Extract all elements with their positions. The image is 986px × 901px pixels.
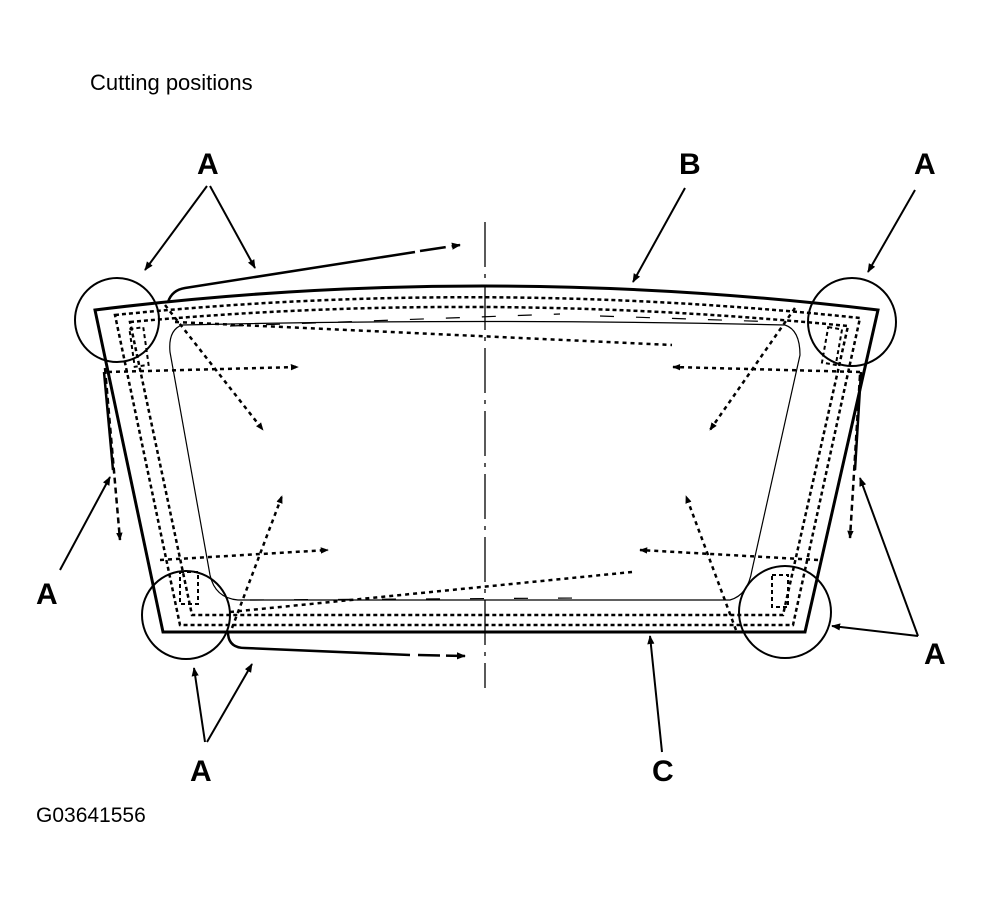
- leader-a-left: [59, 476, 111, 571]
- leader-a-bottom-left-2: [206, 663, 253, 743]
- diagram-title: Cutting positions: [90, 70, 253, 95]
- cut-arrow-bottom-right-diagonal: [684, 495, 738, 631]
- wire-left-side: [103, 367, 123, 541]
- callout-a-left: A: [36, 578, 58, 611]
- leader-a-top-left-2: [209, 185, 256, 269]
- inner-dashes-top: [229, 313, 781, 327]
- wire-bottom-end: [417, 652, 466, 660]
- wire-top: [166, 250, 416, 303]
- molding-outer-dotted: [113, 295, 862, 627]
- callout-c: C: [652, 755, 674, 788]
- cut-arrows: [107, 304, 861, 631]
- cut-arrow-bottom-long: [229, 570, 633, 614]
- molding-inner-dotted: [128, 305, 850, 617]
- corner-circle-top-left: [74, 277, 160, 363]
- callout-a-top-right: A: [914, 148, 936, 181]
- callout-a-right: A: [924, 638, 946, 671]
- cut-arrow-top-left-horizontal: [107, 363, 299, 374]
- clip-bottom-right: [771, 574, 789, 608]
- glass-outline: [93, 284, 880, 634]
- leader-c: [647, 635, 663, 753]
- leader-a-bottom-left-1: [191, 667, 206, 743]
- corner-circle-bottom-left: [141, 570, 231, 660]
- corner-circle-bottom-right: [738, 565, 832, 659]
- callout-a-bottom-left: A: [190, 755, 212, 788]
- figure-code: G03641556: [36, 804, 146, 827]
- leader-a-right-2: [831, 623, 919, 637]
- cut-arrow-bottom-left-horizontal: [159, 547, 329, 562]
- wire-bottom: [226, 631, 411, 657]
- leader-a-top-left-1: [144, 185, 208, 271]
- leader-a-top-right: [867, 189, 916, 273]
- wire-top-end: [419, 242, 461, 253]
- callout-leaders: [59, 185, 919, 753]
- cut-arrow-top-right-diagonal: [708, 307, 797, 431]
- leader-a-right-1: [859, 477, 919, 637]
- cut-arrow-top-long: [174, 320, 673, 347]
- clip-top-right: [820, 325, 844, 367]
- wire-right-side-solid: [853, 371, 863, 471]
- wire-left-side-solid: [102, 371, 115, 471]
- cut-arrow-bottom-right-horizontal: [639, 547, 819, 562]
- callout-a-top-left: A: [197, 148, 219, 181]
- clip-top-left: [128, 326, 150, 368]
- inner-dashes-bottom: [249, 597, 581, 601]
- cut-arrow-top-right-horizontal: [672, 363, 861, 374]
- leader-b: [632, 187, 686, 283]
- corner-circle-top-right: [807, 277, 897, 367]
- callout-b: B: [679, 148, 701, 181]
- inner-contour: [169, 320, 801, 601]
- cut-arrow-top-left-diagonal: [164, 304, 264, 431]
